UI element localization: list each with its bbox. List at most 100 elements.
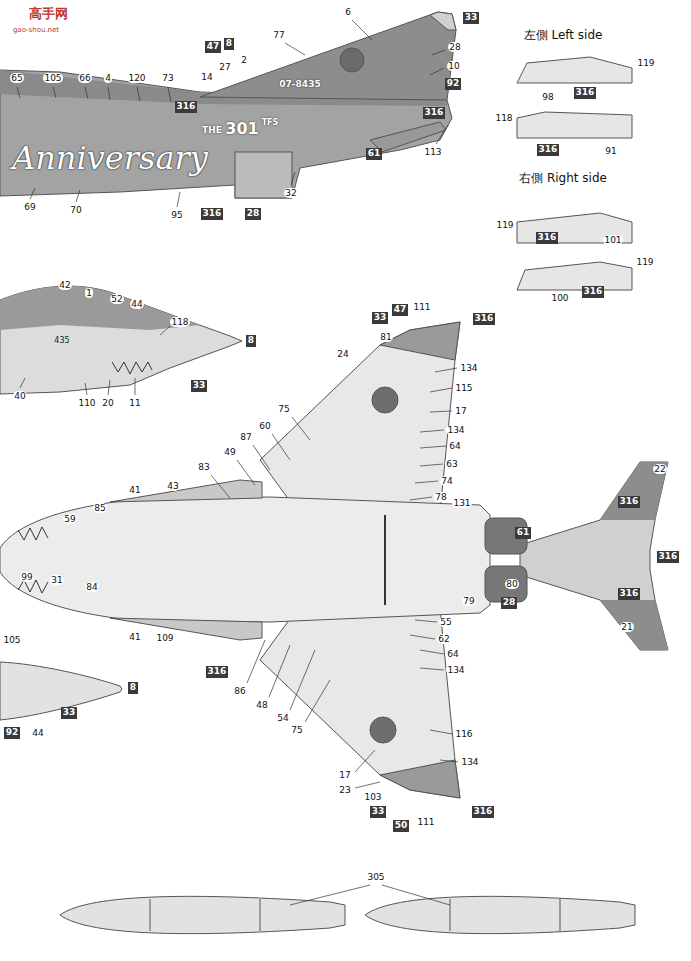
wing xyxy=(260,605,460,798)
tank xyxy=(0,662,122,720)
decal-number-box: 316 xyxy=(201,208,224,220)
callout-number: 1 xyxy=(85,288,93,298)
inset-panel xyxy=(517,112,632,138)
wing xyxy=(260,322,460,515)
callout-number: 134 xyxy=(446,665,465,675)
decal-number: 316 xyxy=(208,666,227,676)
decal-number: 33 xyxy=(374,312,387,322)
callout-number: 41 xyxy=(128,632,141,642)
callout-number: 86 xyxy=(233,686,246,696)
callout-number: 21 xyxy=(620,622,633,632)
tank xyxy=(365,896,635,933)
callout-number: 41 xyxy=(128,485,141,495)
callout-number: 4 xyxy=(104,73,112,83)
decal-number: 61 xyxy=(368,148,381,158)
decal-number-box: 316 xyxy=(618,588,641,600)
callout-number: 59 xyxy=(63,514,76,524)
decal-number-box: 316 xyxy=(472,806,495,818)
decal-number: 316 xyxy=(538,232,557,242)
decal-number-box: 316 xyxy=(473,313,496,325)
decal-number-box: 316 xyxy=(657,551,680,563)
callout-number: 48 xyxy=(255,700,268,710)
leader-line xyxy=(17,87,171,102)
callout-number: 119 xyxy=(635,257,654,267)
leader-line xyxy=(290,885,450,905)
callout-number: 31 xyxy=(50,575,63,585)
nose-camo xyxy=(0,286,200,330)
decal-number-box: 316 xyxy=(536,232,559,244)
watermark: gao-shou.net xyxy=(13,26,59,34)
shark-mouth xyxy=(112,362,152,374)
callout-number: 77 xyxy=(272,30,285,40)
decal-number: 28 xyxy=(503,597,516,607)
decal-number: 316 xyxy=(474,806,493,816)
drop-tanks xyxy=(0,662,635,934)
callout-number: 110 xyxy=(77,398,96,408)
wing-tip xyxy=(380,760,460,798)
callout-number: 65 xyxy=(10,73,23,83)
callout-number: 79 xyxy=(462,596,475,606)
decal-number-box: 61 xyxy=(366,148,383,160)
decal-number-box: 316 xyxy=(423,107,446,119)
callout-number: 118 xyxy=(170,317,189,327)
decal-number: 50 xyxy=(395,820,408,830)
decal-number-box: 50 xyxy=(393,820,410,832)
callout-number: 20 xyxy=(101,398,114,408)
callout-number: 44 xyxy=(130,299,143,309)
decal-number: 47 xyxy=(207,41,220,51)
callout-number: 74 xyxy=(440,476,453,486)
shark-teeth xyxy=(18,527,48,540)
aircraft-serial: 07-8435 xyxy=(279,79,320,89)
decal-number: 92 xyxy=(6,727,19,737)
decal-number-box: 316 xyxy=(537,144,560,156)
decal-number: 92 xyxy=(447,78,460,88)
decal-number-box: 47 xyxy=(205,41,222,53)
stabilator xyxy=(520,462,668,650)
decal-number-box: 8 xyxy=(224,38,234,50)
callout-number: 52 xyxy=(110,294,123,304)
callout-number: 131 xyxy=(452,498,471,508)
decal-number-box: 33 xyxy=(61,707,78,719)
callout-number: 134 xyxy=(459,363,478,373)
roundel xyxy=(370,717,396,743)
callout-number: 120 xyxy=(127,73,146,83)
leader-line xyxy=(20,326,170,395)
callout-number: 75 xyxy=(290,725,303,735)
callout-number: 10 xyxy=(447,61,460,71)
decal-number: 28 xyxy=(247,208,260,218)
callout-number: 111 xyxy=(416,817,435,827)
inset-panel xyxy=(517,57,632,83)
callout-number: 27 xyxy=(218,62,231,72)
callout-number: 73 xyxy=(161,73,174,83)
decal-number: 316 xyxy=(177,101,196,111)
callout-number: 101 xyxy=(603,235,622,245)
callout-number: 87 xyxy=(239,432,252,442)
callout-number: 83 xyxy=(197,462,210,472)
decal-number: 316 xyxy=(539,144,558,154)
callout-number: 91 xyxy=(604,146,617,156)
decal-number-box: 33 xyxy=(463,12,480,24)
wing-tip xyxy=(380,322,460,360)
decal-number: 33 xyxy=(372,806,385,816)
callout-number: 64 xyxy=(446,649,459,659)
callout-number: 80 xyxy=(505,579,518,589)
callout-number: 113 xyxy=(423,147,442,157)
tank-seam xyxy=(150,899,560,931)
side-heading: 左側 Left side xyxy=(524,27,603,44)
decal-number: 316 xyxy=(576,87,595,97)
inset-panel xyxy=(517,262,632,290)
decal-number-box: 316 xyxy=(206,666,229,678)
callout-number: 105 xyxy=(43,73,62,83)
callout-number: 98 xyxy=(541,92,554,102)
callout-number: 28 xyxy=(448,42,461,52)
stab-band xyxy=(600,462,668,520)
callout-number: 14 xyxy=(200,72,213,82)
decal-number-box: 33 xyxy=(191,380,208,392)
decal-number: 316 xyxy=(425,107,444,117)
callout-number: 43 xyxy=(166,481,179,491)
center-line xyxy=(384,515,386,605)
decal-number-box: 316 xyxy=(574,87,597,99)
decal-number: 33 xyxy=(465,12,478,22)
leader-line xyxy=(30,20,448,207)
callout-number: 44 xyxy=(31,728,44,738)
